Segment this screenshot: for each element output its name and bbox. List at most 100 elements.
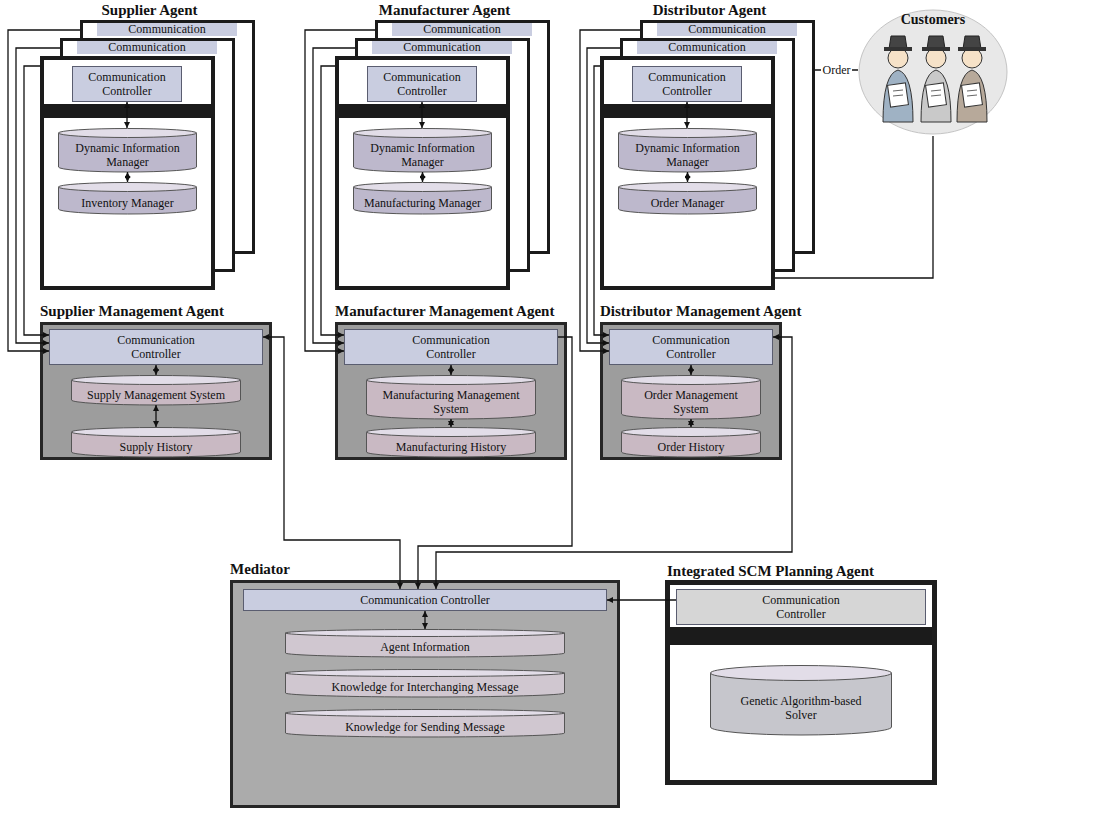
cylinder-body: [619, 133, 757, 172]
header-strip: [670, 627, 932, 645]
connector: [587, 48, 620, 343]
connector: [436, 337, 792, 589]
database-cylinder: Order History: [621, 427, 761, 457]
agent-heading: Supplier Management Agent: [40, 303, 266, 320]
connector: [690, 419, 691, 427]
database-cylinder: Order Management System: [621, 375, 761, 419]
cylinder-body: [367, 380, 536, 419]
customer-figure: [921, 36, 951, 122]
clipboard-line: [893, 90, 903, 91]
agent-box: Distributor AgentCommunication Controlle…: [600, 56, 775, 290]
controller-band: Communication Controller: [243, 589, 607, 611]
connector: [775, 136, 933, 278]
header-strip: [339, 104, 506, 118]
cylinder-top: [59, 183, 197, 192]
controller-band: Communication Controller: [609, 329, 773, 365]
cylinder-top: [622, 376, 761, 385]
header-strip: [604, 104, 771, 118]
cylinder-body: [622, 380, 761, 419]
customer-figure: [883, 36, 913, 122]
connector: [155, 365, 156, 375]
database-cylinder: Knowledge for Sending Message: [285, 709, 565, 737]
agent-heading: Manufacturer Agent: [357, 2, 532, 19]
connector: [686, 102, 687, 128]
agent-heading: Distributor Agent: [622, 2, 797, 19]
database-cylinder: Order Manager: [618, 182, 757, 214]
connector: [580, 30, 640, 351]
database-cylinder: Dynamic Information Manager: [58, 128, 197, 172]
connector: [607, 599, 676, 600]
controller-band: Communication Controller: [676, 589, 926, 625]
database-cylinder: Manufacturing Manager: [353, 182, 492, 214]
customer-clipboard: [888, 83, 909, 107]
cylinder-top: [286, 630, 565, 637]
connector: [450, 365, 451, 375]
controller-band: Communication Controller: [49, 329, 263, 365]
connector: [24, 66, 49, 335]
node-text: Communication Controller: [77, 70, 177, 98]
node-text: Communication Controller: [249, 593, 601, 607]
cloud-title: Customers: [901, 12, 966, 28]
management-agent-box: Manufacturer Management AgentCommunicati…: [335, 322, 567, 460]
header-strip: [44, 104, 211, 118]
node-text: Order Management System: [628, 388, 754, 416]
cylinder-body: [59, 133, 197, 172]
node-text: Supply Management System: [78, 388, 234, 402]
customer-figure: [957, 36, 987, 122]
node-text: Inventory Manager: [64, 196, 191, 210]
connector: [127, 172, 128, 182]
agent-heading: Integrated SCM Planning Agent: [667, 563, 929, 580]
agent-box: Supplier AgentCommunication ControllerDy…: [40, 56, 215, 290]
agent-heading: Mediator: [230, 561, 614, 578]
node-text: Dynamic Information Manager: [363, 141, 483, 169]
agent-box: Manufacturer AgentCommunication Controll…: [335, 56, 510, 290]
node-text: Supply History: [77, 440, 235, 454]
connector: [690, 365, 691, 375]
node-text: Order History: [627, 440, 755, 454]
customer-body: [883, 70, 913, 122]
connector: [263, 337, 400, 589]
cylinder-top: [367, 428, 536, 437]
cylinder-top: [619, 183, 757, 192]
node-text: Manufacturing Manager: [359, 196, 486, 210]
node-text: Agent Information: [291, 640, 559, 654]
controller-header: Communication: [657, 23, 797, 36]
cylinder-top: [72, 376, 241, 385]
node-text: Communication Controller: [641, 333, 741, 361]
database-cylinder: Supply Management System: [71, 375, 241, 405]
clipboard-line: [967, 95, 977, 96]
database-cylinder: Knowledge for Interchanging Message: [285, 669, 565, 697]
clipboard-line: [893, 95, 903, 96]
node-text: Knowledge for Sending Message: [291, 720, 559, 734]
agent-heading: Manufacturer Management Agent: [335, 303, 561, 320]
connector: [155, 405, 156, 427]
connector: [422, 172, 423, 182]
management-agent-box: Supplier Management AgentCommunication C…: [40, 322, 272, 460]
connector: [8, 30, 80, 351]
database-cylinder: Manufacturing Management System: [366, 375, 536, 419]
database-cylinder: Manufacturing History: [366, 427, 536, 457]
customer-clipboard: [926, 83, 947, 107]
customer-hat-brim: [922, 47, 950, 51]
database-cylinder: Agent Information: [285, 629, 565, 657]
controller-header: Communication: [637, 41, 777, 54]
connector: [687, 172, 688, 182]
planning-agent-box: Integrated SCM Planning AgentCommunicati…: [665, 580, 937, 785]
node-text: Order Manager: [624, 196, 751, 210]
controller-band: Communication Controller: [344, 329, 558, 365]
cylinder-body: [354, 133, 492, 172]
controller-band: Communication Controller: [632, 66, 742, 102]
node-text: Genetic Algorithm-based Solver: [731, 694, 871, 722]
cylinder-top: [367, 376, 536, 385]
connector: [16, 48, 60, 343]
node-text: Communication Controller: [637, 70, 737, 98]
node-text: Dynamic Information Manager: [628, 141, 748, 169]
node-text: Manufacturing Management System: [376, 388, 526, 416]
node-text: Communication Controller: [106, 333, 206, 361]
management-agent-box: Distributor Management AgentCommunicatio…: [600, 322, 782, 460]
connector: [313, 48, 355, 343]
cylinder-top: [354, 183, 492, 192]
customer-hat-brim: [884, 47, 912, 51]
